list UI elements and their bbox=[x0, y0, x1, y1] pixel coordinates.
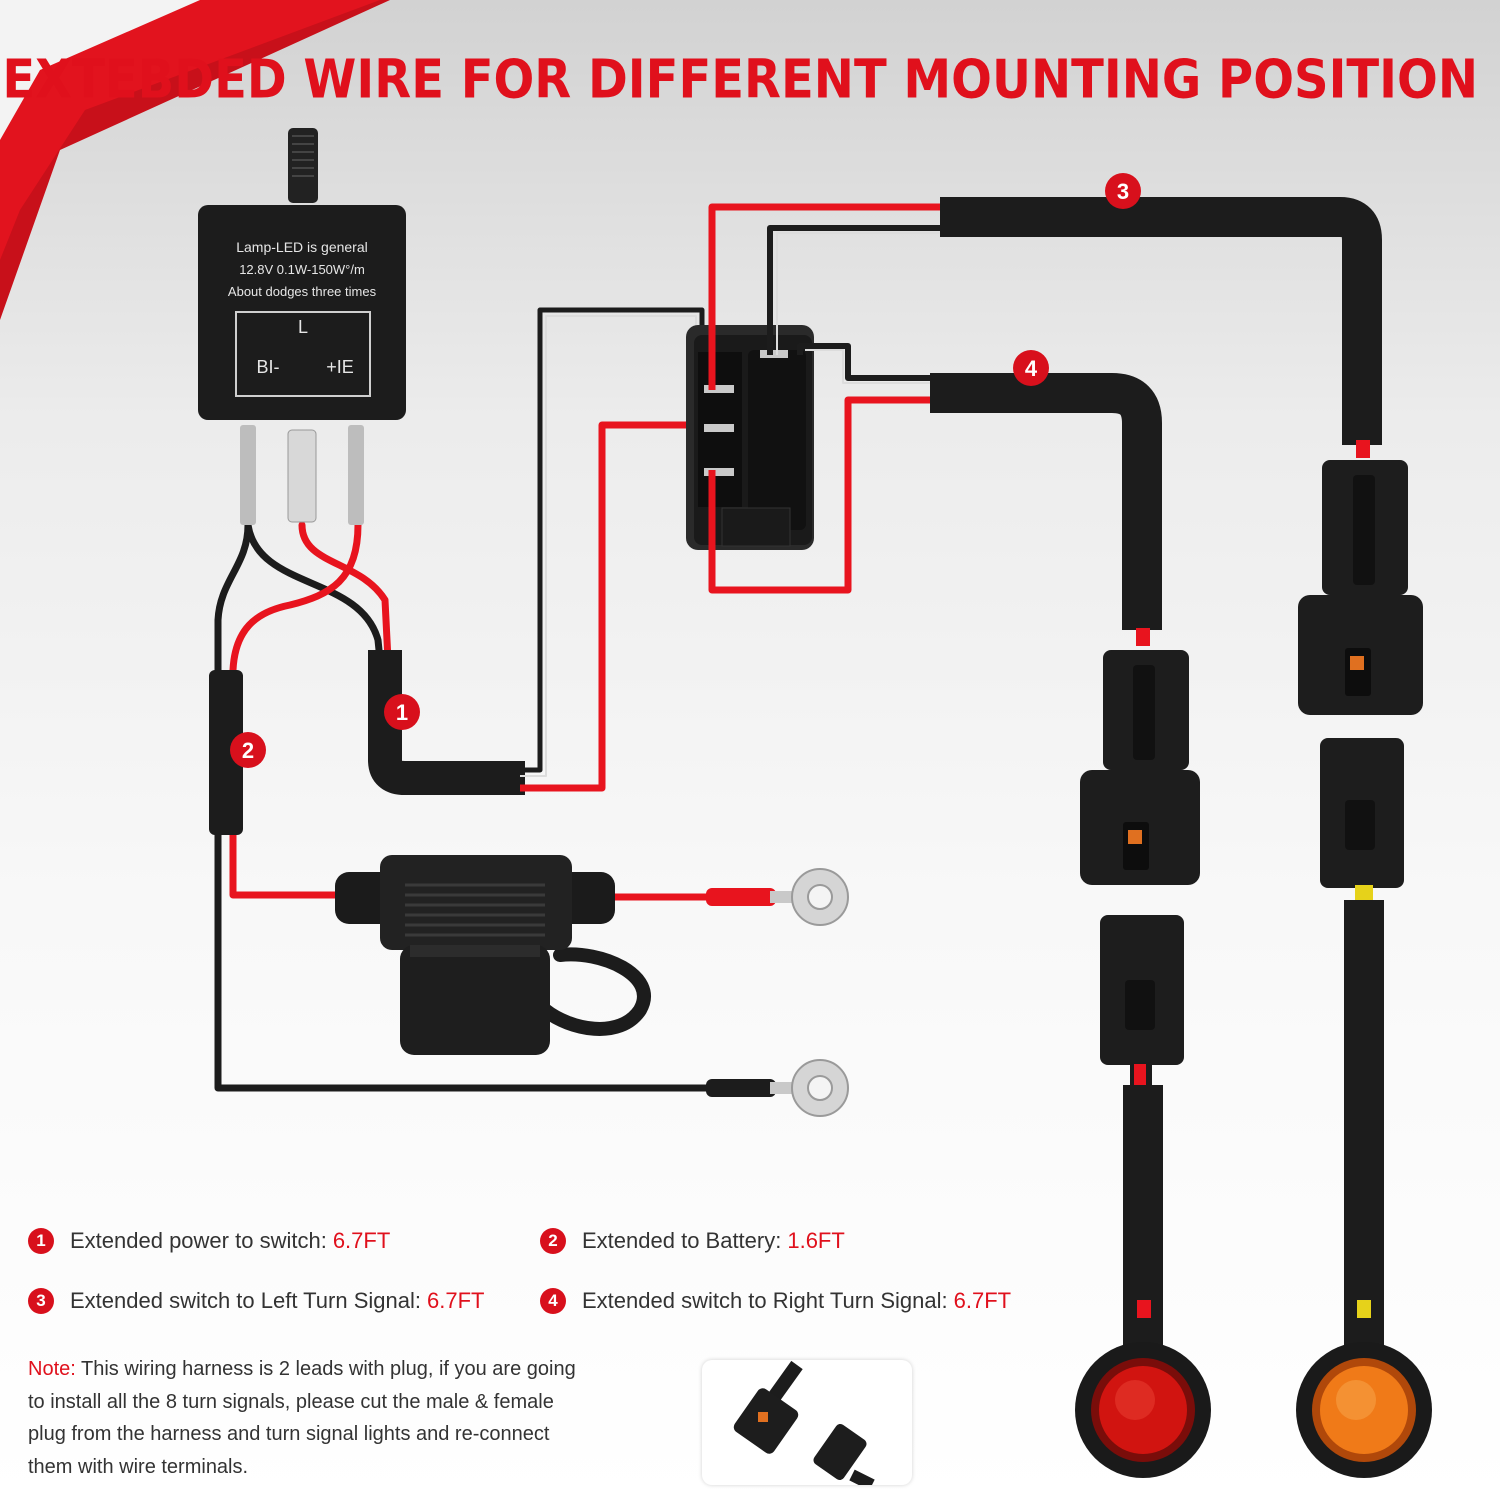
right-lead-red-stripe bbox=[1136, 628, 1150, 646]
flasher-terminal-l: L bbox=[298, 317, 308, 337]
switch-input-wires bbox=[520, 307, 705, 792]
legend-label: Extended switch to Right Turn Signal: bbox=[582, 1288, 948, 1313]
flasher-label-line1: Lamp-LED is general bbox=[236, 239, 368, 255]
ground-ring-terminal bbox=[706, 1059, 849, 1117]
legend-value: 6.7FT bbox=[426, 1288, 485, 1313]
legend-item-3: 3 Extended switch to Left Turn Signal: 6… bbox=[28, 1288, 484, 1314]
flasher-terminal-b: BI- bbox=[256, 357, 279, 377]
switch-output-wires bbox=[708, 203, 945, 594]
flasher-label-line3: About dodges three times bbox=[228, 284, 377, 299]
legend-number: 1 bbox=[28, 1228, 54, 1254]
wire-marker-3: 3 bbox=[1105, 173, 1141, 209]
power-ring-terminal bbox=[706, 868, 849, 926]
red-turn-signal-lamp bbox=[1075, 1342, 1211, 1478]
note: Note: This wiring harness is 2 leads wit… bbox=[28, 1353, 588, 1483]
flasher-terminal-e: +IE bbox=[326, 357, 354, 377]
left-lead-red-stripe bbox=[1356, 440, 1370, 458]
right-lamp-red-stripe bbox=[1137, 1300, 1151, 1318]
svg-text:2: 2 bbox=[242, 738, 254, 763]
wire-marker-2: 2 bbox=[230, 732, 266, 768]
legend-item-2: 2 Extended to Battery: 1.6FT bbox=[540, 1228, 845, 1254]
left-lead-male-connector bbox=[1298, 460, 1423, 715]
legend-item-1: 1 Extended power to switch: 6.7FT bbox=[28, 1228, 390, 1254]
right-lead-female-connector bbox=[1100, 915, 1184, 1090]
flasher-wires bbox=[214, 521, 392, 674]
left-signal-lead bbox=[940, 197, 1382, 445]
amber-turn-signal-lamp bbox=[1296, 1342, 1432, 1478]
flasher-label-line2: 12.8V 0.1W-150W°/m bbox=[239, 262, 365, 277]
legend-number: 3 bbox=[28, 1288, 54, 1314]
legend-value: 6.7FT bbox=[332, 1228, 391, 1253]
page-title: EXTEBDED WIRE FOR DIFFERENT MOUNTING POS… bbox=[2, 48, 1478, 111]
svg-text:3: 3 bbox=[1117, 179, 1129, 204]
legend-label: Extended to Battery: bbox=[582, 1228, 782, 1253]
legend-label: Extended switch to Left Turn Signal: bbox=[70, 1288, 421, 1313]
flasher-relay bbox=[198, 128, 406, 525]
legend-value: 1.6FT bbox=[787, 1228, 845, 1253]
wire-marker-1: 1 bbox=[384, 694, 420, 730]
battery-wires bbox=[214, 826, 724, 1092]
connector-inset-photo bbox=[702, 1360, 912, 1491]
legend-number: 2 bbox=[540, 1228, 566, 1254]
note-text: This wiring harness is 2 leads with plug… bbox=[28, 1358, 576, 1478]
svg-text:1: 1 bbox=[396, 700, 408, 725]
left-lamp-yellow-stripe bbox=[1357, 1300, 1371, 1318]
left-lead-female-connector bbox=[1320, 738, 1404, 905]
corner-decoration bbox=[0, 0, 390, 320]
right-signal-lead bbox=[930, 373, 1162, 630]
connector-pair-image bbox=[733, 1360, 875, 1491]
battery-lead-sleeve bbox=[209, 670, 243, 835]
fuse-holder bbox=[335, 855, 651, 1055]
legend-item-4: 4 Extended switch to Right Turn Signal: … bbox=[540, 1288, 1011, 1314]
svg-text:4: 4 bbox=[1025, 356, 1038, 381]
wire-marker-4: 4 bbox=[1013, 350, 1049, 386]
legend-number: 4 bbox=[540, 1288, 566, 1314]
right-lead-male-connector bbox=[1080, 650, 1200, 885]
legend-value: 6.7FT bbox=[953, 1288, 1012, 1313]
note-label: Note: bbox=[28, 1358, 76, 1380]
legend-label: Extended power to switch: bbox=[70, 1228, 327, 1253]
rocker-switch bbox=[686, 325, 814, 550]
power-lead-sleeve bbox=[368, 650, 525, 795]
